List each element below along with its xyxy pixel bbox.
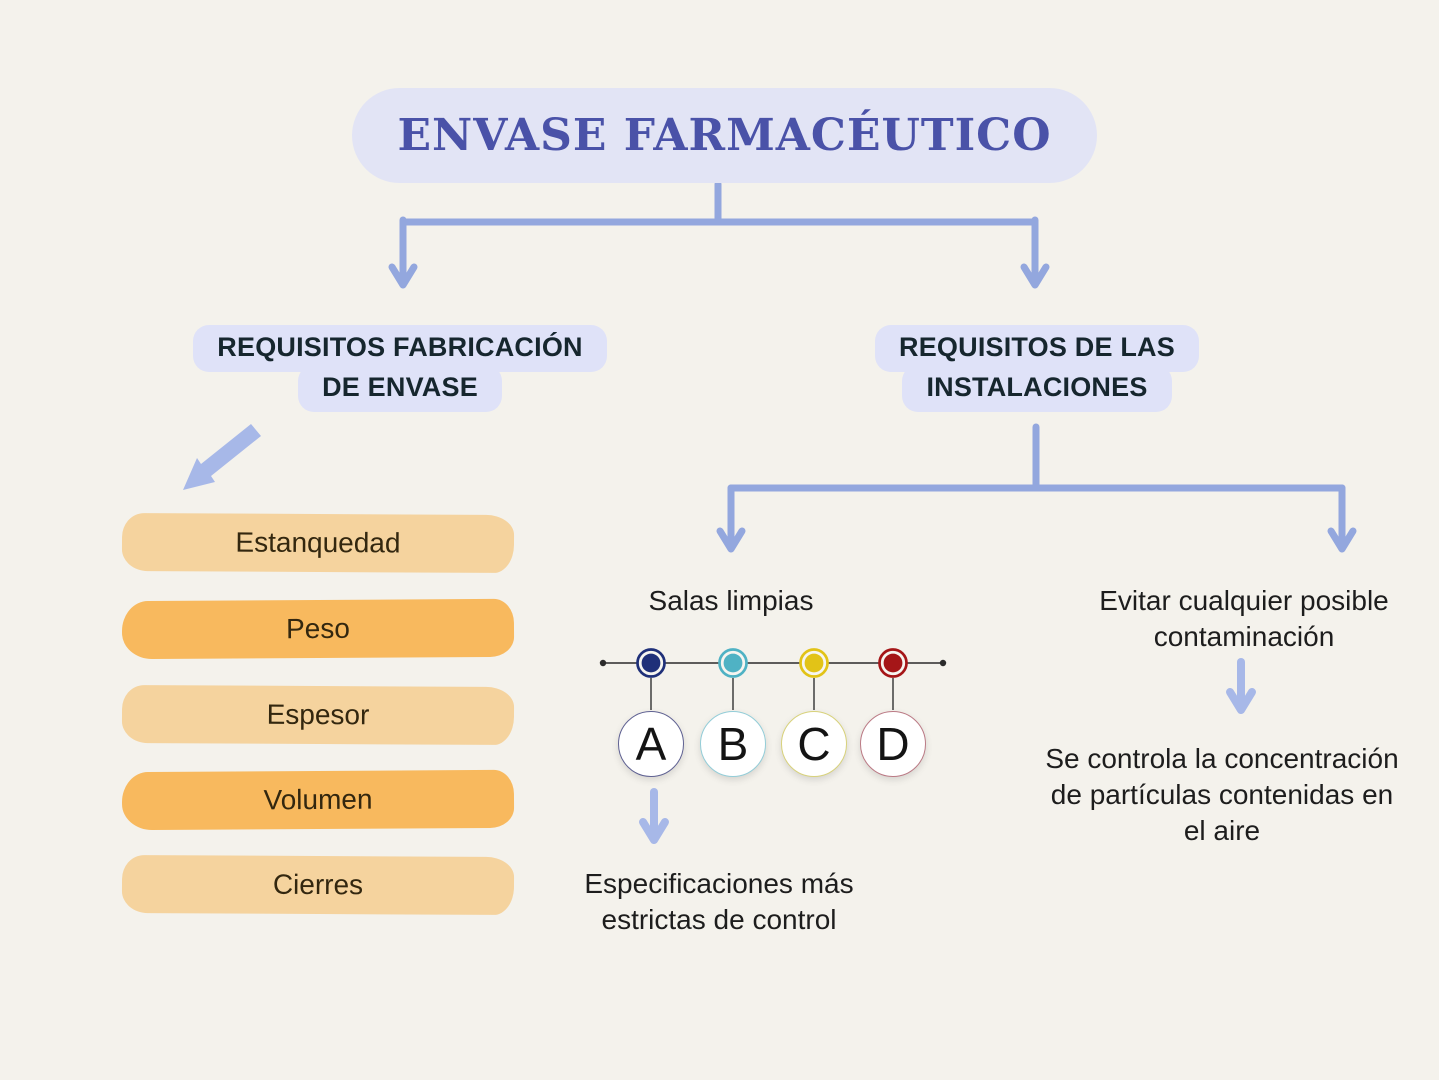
arrowhead-down-icon xyxy=(1327,527,1357,553)
contaminacion-label: Evitar cualquier posible contaminación xyxy=(1074,583,1414,655)
stage-letter: B xyxy=(717,718,749,770)
stage-letter: A xyxy=(635,718,667,770)
list-item-label: Cierres xyxy=(272,868,364,901)
arrowhead-down-icon xyxy=(388,263,418,289)
list-item-label: Volumen xyxy=(263,783,373,816)
stage-dot-c xyxy=(804,653,824,673)
down-arrow-salas xyxy=(639,788,669,844)
list-item-espesor: Espesor xyxy=(121,684,515,746)
label-line: contaminación xyxy=(1153,621,1335,652)
list-item-cierres: Cierres xyxy=(121,854,515,916)
contaminacion-note: Se controla la concentración de partícul… xyxy=(1022,741,1422,849)
note-line: el aire xyxy=(1183,815,1261,846)
down-arrow-contaminacion xyxy=(1226,658,1256,714)
arrowhead-down-icon xyxy=(639,818,669,844)
salas-limpias-label: Salas limpias xyxy=(648,585,814,616)
cleanroom-timeline xyxy=(599,648,947,710)
note-line: de partículas contenidas en xyxy=(1050,779,1394,810)
heading-line: REQUISITOS FABRICACIÓN xyxy=(193,325,607,372)
arrowhead-down-icon xyxy=(716,527,746,553)
stage-circle-c: C xyxy=(781,711,847,777)
timeline-end-dot xyxy=(599,659,607,667)
note-line: Especificaciones más xyxy=(584,868,854,899)
note-line: estrictas de control xyxy=(601,904,837,935)
page-title: ENVASE FARMACÉUTICO xyxy=(397,110,1052,161)
arrowhead-down-icon xyxy=(1226,688,1256,714)
heading-line: REQUISITOS DE LAS xyxy=(875,325,1199,372)
branch-connector-right xyxy=(716,423,1357,553)
salas-limpias-note: Especificaciones más estrictas de contro… xyxy=(558,866,880,938)
stage-circle-b: B xyxy=(700,711,766,777)
note-line: Se controla la concentración xyxy=(1045,743,1399,774)
list-item-label: Espesor xyxy=(266,698,370,731)
heading-line: INSTALACIONES xyxy=(902,365,1172,412)
list-item-label: Peso xyxy=(285,612,350,645)
heading-line: DE ENVASE xyxy=(298,365,502,412)
node-requisitos-instalaciones: REQUISITOS DE LAS INSTALACIONES xyxy=(852,325,1222,412)
title-node: ENVASE FARMACÉUTICO xyxy=(352,88,1097,183)
stage-dot-a xyxy=(641,653,661,673)
stage-circle-a: A xyxy=(618,711,684,777)
arrowhead-down-icon xyxy=(1020,263,1050,289)
branch-connector-top xyxy=(388,180,1050,289)
stage-letter: D xyxy=(876,718,910,770)
list-item-label: Estanquedad xyxy=(235,526,401,559)
node-requisitos-fabricacion: REQUISITOS FABRICACIÓN DE ENVASE xyxy=(155,325,645,412)
label-line: Evitar cualquier posible xyxy=(1099,585,1389,616)
stage-dot-b xyxy=(723,653,743,673)
stage-letter: C xyxy=(797,718,831,770)
stage-circle-d: D xyxy=(860,711,926,777)
list-item-peso: Peso xyxy=(121,598,515,660)
timeline-end-dot xyxy=(939,659,947,667)
stage-dot-d xyxy=(883,653,903,673)
list-item-volumen: Volumen xyxy=(121,769,515,831)
thick-diagonal-arrow-icon xyxy=(183,424,261,490)
list-item-estanquedad: Estanquedad xyxy=(121,512,515,574)
